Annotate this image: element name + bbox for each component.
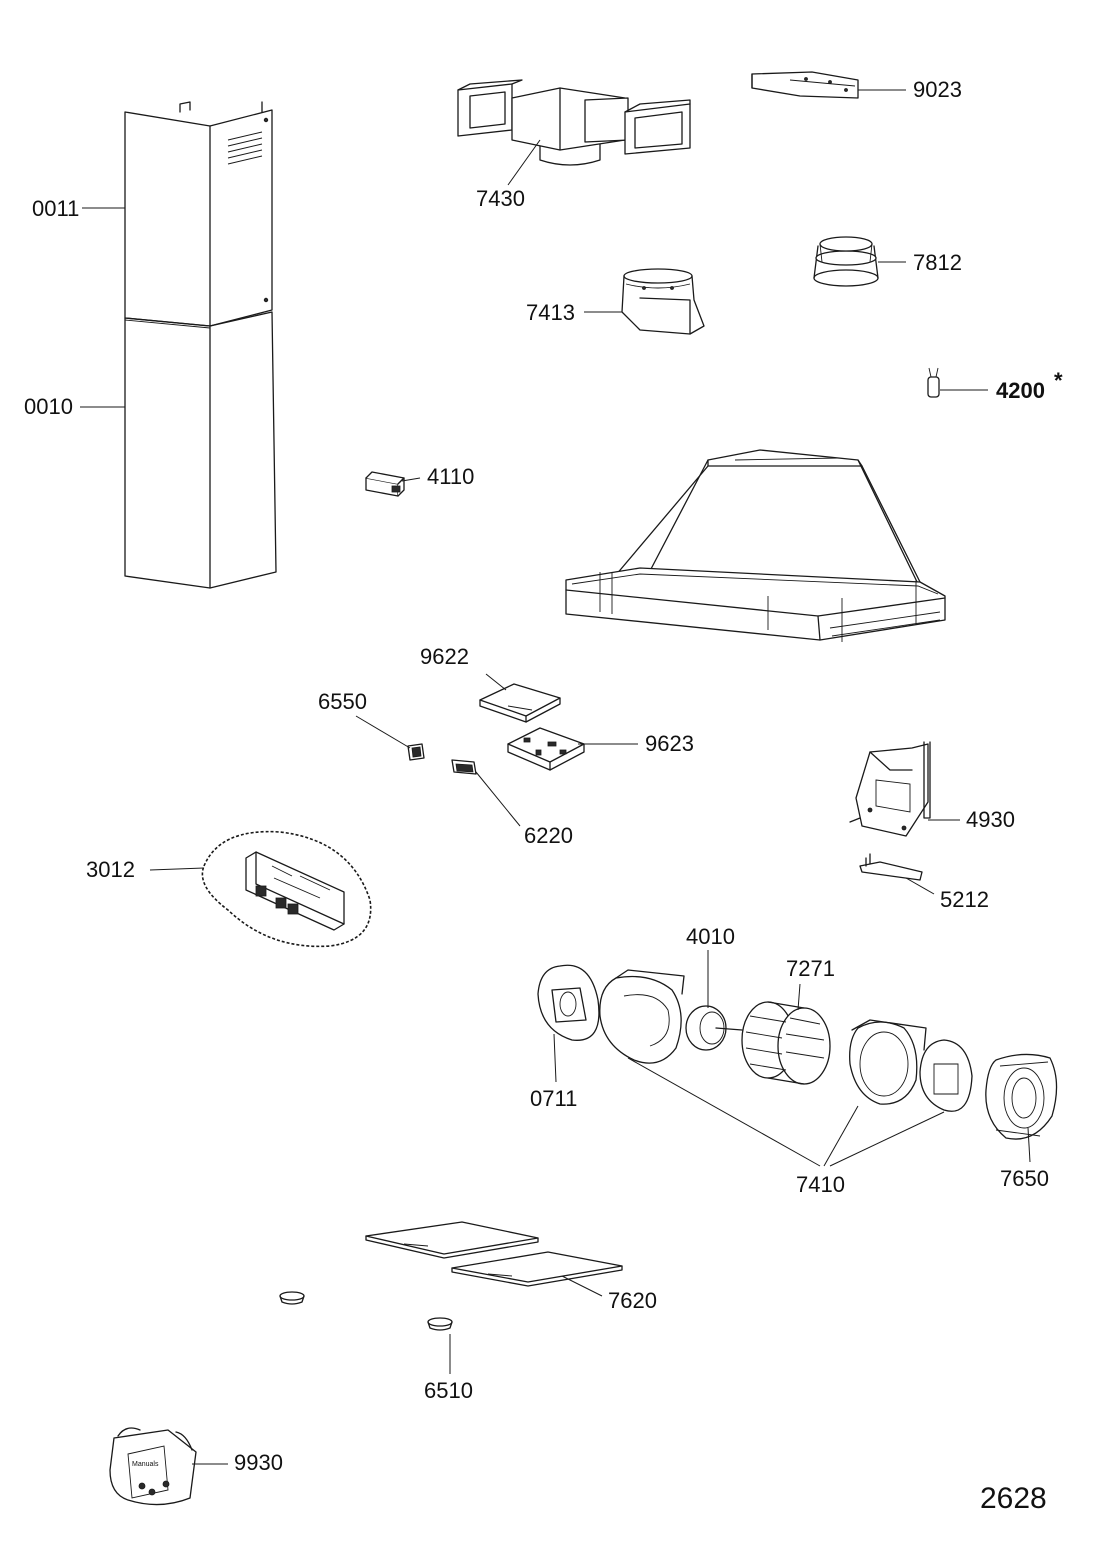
label-6550: 6550 bbox=[318, 689, 367, 714]
label-9930: 9930 bbox=[234, 1450, 283, 1475]
label-7271: 7271 bbox=[786, 956, 835, 981]
lamp-holder-left bbox=[279, 1291, 305, 1305]
label-9023: 9023 bbox=[913, 77, 962, 102]
label-4110: 4110 bbox=[427, 464, 474, 489]
lamp-holder-6510 bbox=[427, 1317, 453, 1331]
label-6510: 6510 bbox=[424, 1378, 473, 1403]
label-6220: 6220 bbox=[524, 823, 573, 848]
label-9623: 9623 bbox=[645, 731, 694, 756]
chimney-upper-cover-0011 bbox=[124, 101, 273, 327]
label-7413: 7413 bbox=[526, 300, 575, 325]
bracket-5212 bbox=[859, 853, 923, 881]
label-4200: 4200 bbox=[996, 378, 1045, 403]
transformer-4110 bbox=[365, 471, 405, 497]
motor-plate-0711 bbox=[537, 964, 600, 1041]
label-7430: 7430 bbox=[476, 186, 525, 211]
mounting-bracket-9023 bbox=[751, 71, 859, 99]
label-7812: 7812 bbox=[913, 250, 962, 275]
round-collar-7812 bbox=[813, 236, 879, 287]
switch-6220 bbox=[451, 759, 477, 775]
pcb-cover-9622 bbox=[479, 683, 561, 723]
blower-housing-right-7410 bbox=[849, 1019, 973, 1112]
damper-housing-4930 bbox=[849, 741, 931, 837]
label-4200-asterisk: * bbox=[1054, 368, 1063, 393]
chimney-lower-cover-0010 bbox=[124, 311, 277, 589]
label-9622: 9622 bbox=[420, 644, 469, 669]
hood-body bbox=[565, 449, 946, 642]
fan-motor-4010 bbox=[685, 1005, 743, 1051]
pcb-board-9623 bbox=[507, 727, 585, 771]
label-4010: 4010 bbox=[686, 924, 735, 949]
manuals-bag-text: Manuals bbox=[132, 1461, 159, 1468]
control-panel-3012 bbox=[201, 830, 372, 948]
blower-housing-left-7410 bbox=[599, 969, 685, 1064]
label-0711: 0711 bbox=[530, 1086, 577, 1111]
manuals-bag-9930: Manuals bbox=[109, 1427, 197, 1506]
label-4930: 4930 bbox=[966, 807, 1015, 832]
label-0010: 0010 bbox=[24, 394, 73, 419]
label-3012: 3012 bbox=[86, 857, 135, 882]
grease-filters-7620 bbox=[365, 1221, 623, 1287]
sheet-number: 2628 bbox=[980, 1482, 1047, 1515]
duct-connector-7430 bbox=[457, 79, 691, 166]
label-7410: 7410 bbox=[796, 1172, 845, 1197]
filter-cover-7650 bbox=[985, 1053, 1058, 1140]
duct-adapter-7413 bbox=[621, 268, 705, 335]
label-0011: 0011 bbox=[32, 196, 79, 221]
push-button-6550 bbox=[407, 743, 425, 761]
label-7620: 7620 bbox=[608, 1288, 657, 1313]
label-5212: 5212 bbox=[940, 887, 989, 912]
label-7650: 7650 bbox=[1000, 1166, 1049, 1191]
fan-wheel-7271 bbox=[741, 1001, 831, 1085]
lamp-bulb-4200 bbox=[927, 367, 940, 398]
